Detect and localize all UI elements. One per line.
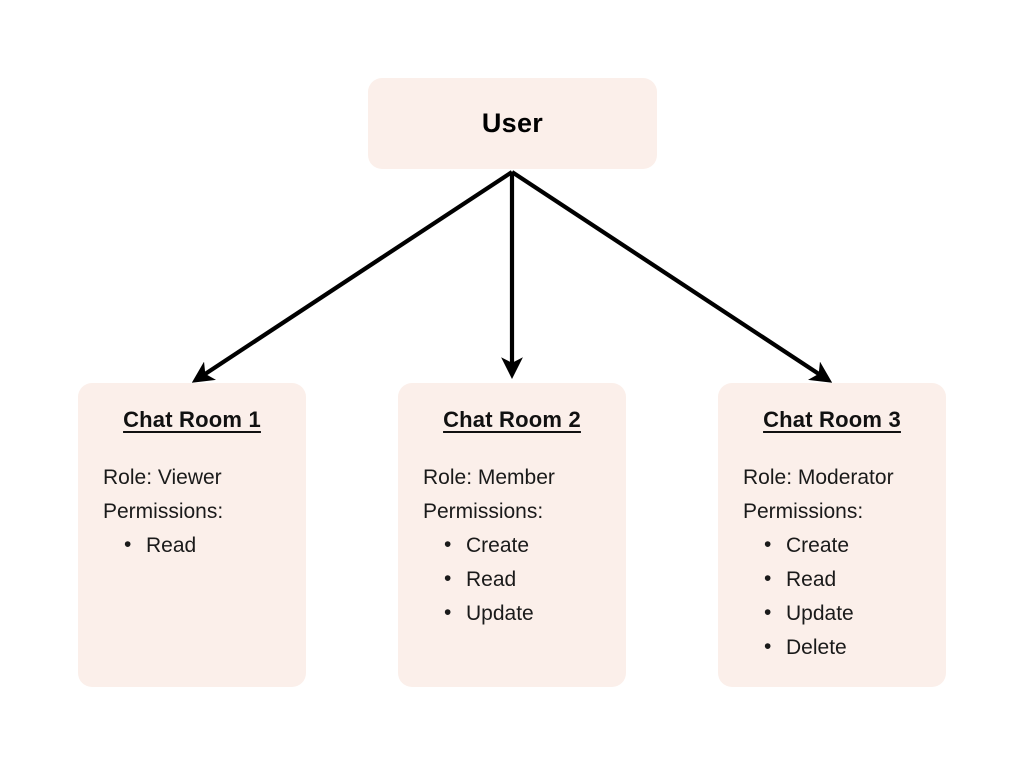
node-chat-room-3-permissions-list: Create Read Update Delete xyxy=(743,528,932,665)
node-chat-room-3-role: Role: Moderator xyxy=(743,466,894,489)
node-chat-room-1-body: Role: Viewer Permissions: Read xyxy=(92,461,292,563)
arrow-user-to-chat-room-3 xyxy=(510,170,833,383)
node-chat-room-1-title: Chat Room 1 xyxy=(123,407,261,432)
node-chat-room-2-title: Chat Room 2 xyxy=(443,407,581,432)
node-chat-room-3-body: Role: Moderator Permissions: Create Read… xyxy=(732,461,932,665)
permission-item: Update xyxy=(444,596,612,631)
node-chat-room-2-permissions-list: Create Read Update xyxy=(423,528,612,631)
node-chat-room-3[interactable]: Chat Room 3 Role: Moderator Permissions:… xyxy=(718,383,946,687)
permission-item: Create xyxy=(764,528,932,563)
permission-item: Update xyxy=(764,596,932,631)
permission-item: Delete xyxy=(764,630,932,665)
node-chat-room-2-body: Role: Member Permissions: Create Read Up… xyxy=(412,461,612,631)
node-chat-room-1-permissions-label: Permissions: xyxy=(103,500,224,524)
permission-item: Create xyxy=(444,528,612,563)
node-chat-room-2-permissions-label: Permissions: xyxy=(423,500,544,524)
permission-item: Read xyxy=(764,562,932,597)
permission-item: Read xyxy=(124,528,292,563)
node-chat-room-3-permissions-label: Permissions: xyxy=(743,500,864,524)
node-chat-room-1-permissions-list: Read xyxy=(103,528,292,563)
node-chat-room-2-role: Role: Member xyxy=(423,466,555,489)
node-chat-room-1[interactable]: Chat Room 1 Role: Viewer Permissions: Re… xyxy=(78,383,306,687)
node-chat-room-2[interactable]: Chat Room 2 Role: Member Permissions: Cr… xyxy=(398,383,626,687)
permission-item: Read xyxy=(444,562,612,597)
node-user-label: User xyxy=(481,108,544,138)
node-chat-room-3-title: Chat Room 3 xyxy=(763,407,901,432)
node-user[interactable]: User xyxy=(368,78,657,169)
arrow-user-to-chat-room-1 xyxy=(191,170,514,383)
node-chat-room-1-role: Role: Viewer xyxy=(103,466,222,489)
